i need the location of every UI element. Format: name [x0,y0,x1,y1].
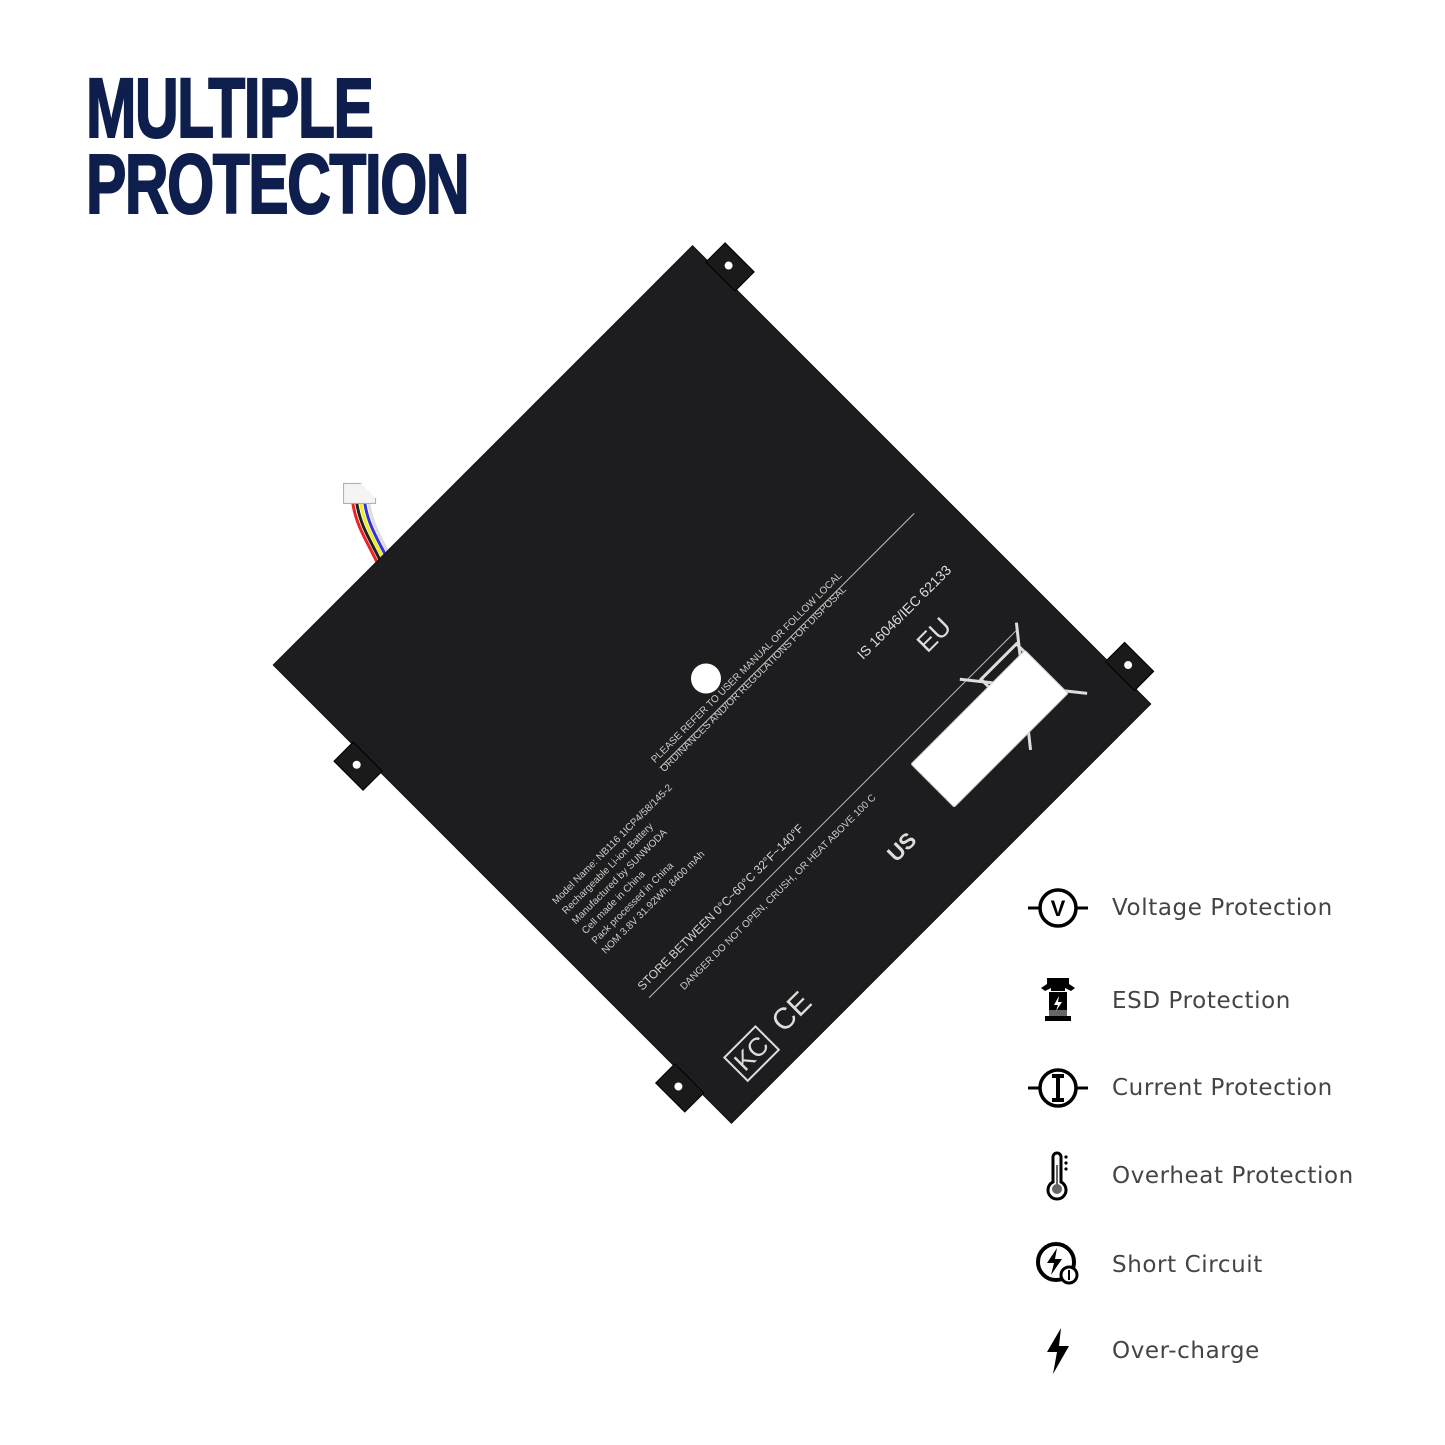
feature-label: Over-charge [1112,1338,1260,1364]
lightning-icon [1020,1326,1096,1376]
battery-image: PLEASE REFER TO USER MANUAL OR FOLLOW LO… [273,242,1155,1123]
feature-label: Voltage Protection [1112,895,1333,921]
current-icon [1020,1063,1096,1113]
svg-text:V: V [1051,896,1066,921]
feature-label: Current Protection [1112,1075,1333,1101]
esd-icon [1020,976,1096,1026]
feature-item: ESD Protection [1020,976,1291,1026]
short-circuit-icon [1020,1240,1096,1290]
page-title: MULTIPLE PROTECTION [85,61,470,231]
thermometer-icon [1020,1151,1096,1201]
feature-list: V Voltage Protection ESD Protection Curr… [1020,0,1445,1445]
feature-label: Overheat Protection [1112,1163,1354,1189]
feature-item: Over-charge [1020,1326,1260,1376]
title-line-1: MULTIPLE [85,61,374,155]
feature-item: Overheat Protection [1020,1151,1354,1201]
feature-item: V Voltage Protection [1020,883,1333,933]
title-line-2: PROTECTION [85,137,470,231]
feature-label: Short Circuit [1112,1252,1263,1278]
feature-label: ESD Protection [1112,988,1291,1014]
feature-item: Short Circuit [1020,1240,1263,1290]
feature-item: Current Protection [1020,1063,1333,1113]
voltage-icon: V [1020,883,1096,933]
